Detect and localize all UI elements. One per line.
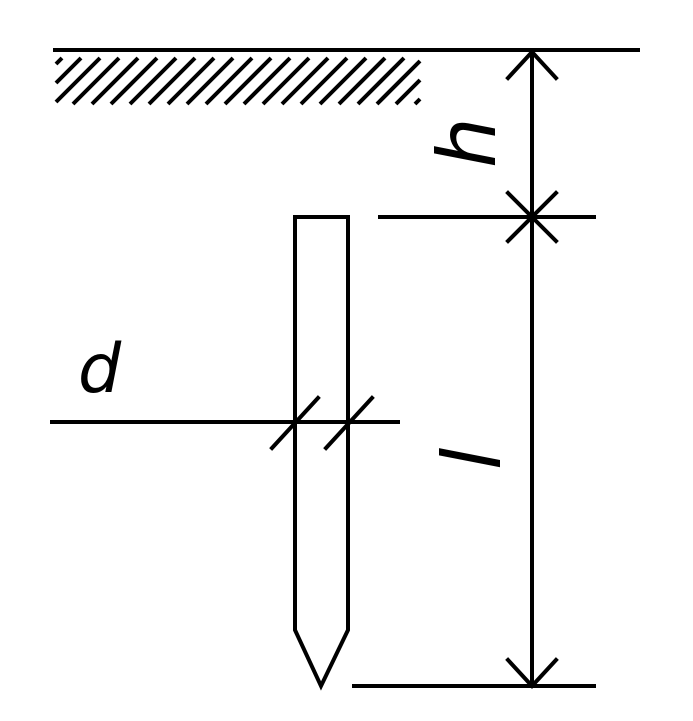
hatch-stroke <box>413 97 422 106</box>
hatch-stroke <box>394 78 422 106</box>
hatch-stroke <box>147 56 197 106</box>
hatch-stroke <box>261 56 311 106</box>
pile-outline <box>293 215 350 691</box>
hatch-stroke <box>90 56 140 106</box>
depth-label-h: h <box>421 117 514 168</box>
hatch-stroke <box>242 56 292 106</box>
hatch-stroke <box>280 56 330 106</box>
hatch-stroke <box>128 56 178 106</box>
hatch-stroke <box>54 56 83 85</box>
hatch-stroke <box>54 56 102 104</box>
hatch-stroke <box>299 56 349 106</box>
hatch-stroke <box>337 56 387 106</box>
hatch-stroke <box>71 56 121 106</box>
hatch-stroke <box>375 59 422 106</box>
hatch-stroke <box>54 56 64 66</box>
pile-top-tick <box>505 190 559 244</box>
hatch-stroke <box>109 56 159 106</box>
hatch-stroke <box>204 56 254 106</box>
length-label-l: l <box>426 448 519 470</box>
hatch-stroke <box>185 56 235 106</box>
h-top-arrow <box>505 49 559 81</box>
hatch-stroke <box>356 56 406 106</box>
soil-hatching <box>54 56 422 106</box>
hatch-stroke <box>318 56 368 106</box>
diameter-label: d <box>78 330 122 409</box>
hatch-stroke <box>166 56 216 106</box>
hatch-stroke <box>223 56 273 106</box>
diameter-left-tick <box>269 395 321 451</box>
diameter-right-tick <box>323 395 375 451</box>
